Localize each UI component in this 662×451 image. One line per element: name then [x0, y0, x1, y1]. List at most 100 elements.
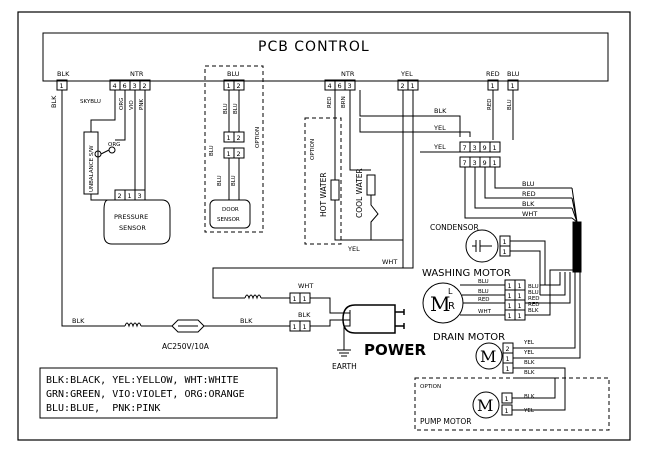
svg-text:1: 1: [518, 302, 522, 310]
svg-text:BLK: BLK: [524, 394, 535, 400]
svg-text:BLK: BLK: [298, 311, 311, 319]
svg-text:1: 1: [506, 355, 510, 363]
svg-text:BLU: BLU: [223, 103, 229, 114]
svg-text:BLU: BLU: [528, 290, 539, 296]
svg-text:1: 1: [493, 144, 497, 152]
svg-text:BLK: BLK: [528, 308, 539, 314]
svg-text:COOL WATER: COOL WATER: [355, 168, 364, 218]
svg-text:BLU: BLU: [522, 180, 535, 188]
svg-text:OPTION: OPTION: [420, 384, 441, 390]
svg-text:1: 1: [505, 407, 509, 415]
cool-water-valve: [366, 174, 376, 196]
legend-line-2: GRN:GREEN, VIO:VIOLET, ORG:ORANGE: [46, 389, 245, 400]
door-option-box: [204, 65, 264, 233]
wire-skyblu: [90, 90, 116, 132]
pcb-connector-yel: YEL 2 1: [397, 70, 419, 91]
svg-text:VIO: VIO: [129, 100, 135, 110]
svg-text:BLK: BLK: [240, 317, 253, 325]
svg-text:1: 1: [227, 134, 231, 142]
coil-1: [124, 322, 142, 328]
svg-text:RED: RED: [327, 96, 333, 108]
svg-text:BLK: BLK: [72, 317, 85, 325]
svg-text:RED: RED: [486, 70, 500, 78]
wire-brn-cool: [349, 90, 371, 171]
legend-line-3: BLU:BLUE, PNK:PINK: [46, 403, 160, 414]
svg-text:1: 1: [518, 282, 522, 290]
svg-text:RED: RED: [528, 296, 540, 302]
condensor: 1 1: [465, 229, 511, 263]
svg-text:1: 1: [293, 323, 297, 331]
svg-text:NTR: NTR: [341, 70, 355, 78]
svg-text:2: 2: [506, 345, 510, 353]
svg-text:BLK: BLK: [50, 95, 58, 108]
door-sensor: DOOR SENSOR: [209, 199, 251, 229]
svg-text:WHT: WHT: [382, 258, 397, 266]
svg-text:2: 2: [118, 192, 122, 200]
svg-text:1: 1: [518, 292, 522, 300]
svg-text:POWER: POWER: [364, 341, 427, 359]
mid-connector-top: 7 3 9 1: [459, 141, 501, 153]
svg-text:EARTH: EARTH: [332, 362, 357, 371]
svg-text:2: 2: [143, 82, 147, 90]
pcb-connector-blk: BLK 1: [56, 70, 70, 91]
svg-text:1: 1: [293, 295, 297, 303]
svg-text:BLK: BLK: [524, 360, 535, 366]
svg-text:YEL: YEL: [433, 143, 446, 151]
outer-frame: [17, 11, 631, 441]
svg-text:1: 1: [493, 159, 497, 167]
svg-text:3: 3: [473, 159, 477, 167]
svg-text:4: 4: [113, 82, 117, 90]
wire-org: [115, 90, 126, 141]
svg-text:BLU: BLU: [217, 175, 223, 186]
svg-text:YEL: YEL: [523, 340, 535, 346]
power-plug: [342, 304, 405, 334]
svg-text:CONDENSOR: CONDENSOR: [430, 223, 479, 232]
svg-text:BRN: BRN: [341, 96, 347, 108]
svg-text:BLU: BLU: [231, 175, 237, 186]
svg-text:RED: RED: [528, 302, 540, 308]
svg-text:WHT: WHT: [522, 210, 537, 218]
svg-text:9: 9: [483, 144, 487, 152]
svg-text:1: 1: [508, 282, 512, 290]
svg-text:1: 1: [60, 82, 64, 90]
earth-symbol: [337, 344, 351, 357]
wire-yel-mid: [359, 118, 471, 137]
mid-connector-bottom: 7 3 9 1: [459, 156, 501, 168]
svg-text:BLU: BLU: [478, 279, 489, 285]
svg-text:BLU: BLU: [528, 284, 539, 290]
svg-text:3: 3: [133, 82, 137, 90]
pcb-title: PCB CONTROL: [258, 39, 370, 55]
svg-text:HOT WATER: HOT WATER: [319, 172, 328, 217]
svg-text:BLU: BLU: [227, 70, 240, 78]
pcb-connector-ntr-left: NTR 4 6 3 2: [109, 70, 151, 91]
svg-text:BLK: BLK: [522, 200, 535, 208]
svg-text:BLK: BLK: [57, 70, 70, 78]
pcb-connector-blu-door: BLU 1 2: [223, 70, 245, 91]
svg-text:BLU: BLU: [209, 145, 215, 156]
svg-text:BLU: BLU: [507, 70, 520, 78]
svg-text:RED: RED: [487, 98, 493, 110]
svg-text:1: 1: [503, 248, 507, 256]
svg-text:ORG: ORG: [119, 98, 125, 110]
svg-text:1: 1: [411, 82, 415, 90]
svg-text:WHT: WHT: [478, 309, 492, 315]
svg-text:2: 2: [237, 150, 241, 158]
svg-text:1: 1: [508, 302, 512, 310]
svg-text:SKYBLU: SKYBLU: [80, 99, 101, 105]
svg-text:3: 3: [348, 82, 352, 90]
pump-motor-connector: 1 1: [501, 392, 513, 416]
svg-text:7: 7: [463, 144, 467, 152]
door-connector: 1 2 1 2: [223, 131, 245, 159]
svg-text:BLU: BLU: [478, 289, 489, 295]
svg-text:PUMP MOTOR: PUMP MOTOR: [420, 417, 471, 426]
svg-text:BLK: BLK: [524, 370, 535, 376]
hot-water-valve: [330, 179, 340, 201]
washing-motor-right-pins: 1 1 1 1: [514, 279, 526, 321]
pcb-connector-ntr-right: NTR 4 6 3: [324, 70, 356, 91]
drain-motor: M: [475, 342, 503, 370]
svg-text:1: 1: [518, 312, 522, 320]
svg-text:NTR: NTR: [130, 70, 144, 78]
unbalance-switch: UNBALANCE S/W ORG: [83, 131, 120, 195]
power-connector-blk: 1 1: [289, 320, 311, 332]
